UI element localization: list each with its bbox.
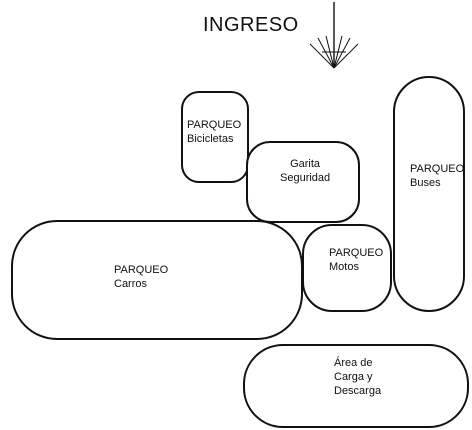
ingreso-title: INGRESO — [203, 14, 299, 36]
label-parqueo-buses: PARQUEO Buses — [410, 162, 464, 190]
motos-line1: PARQUEO — [329, 247, 384, 259]
carga-line3: Descarga — [334, 385, 382, 397]
zone-garita-seguridad — [246, 141, 360, 223]
garita-line1: Garita — [290, 158, 321, 170]
bicicletas-line2: Bicicletas — [187, 133, 234, 145]
label-parqueo-carros: PARQUEO Carros — [114, 263, 168, 291]
zone-parqueo-buses — [393, 76, 465, 312]
label-parqueo-bicicletas: PARQUEO Bicicletas — [187, 118, 241, 146]
buses-line2: Buses — [410, 177, 441, 189]
label-garita-seguridad: Garita Seguridad — [280, 157, 330, 185]
label-parqueo-motos: PARQUEO Motos — [329, 246, 383, 274]
buses-line1: PARQUEO — [410, 163, 465, 175]
carros-line2: Carros — [114, 278, 148, 290]
zone-area-carga-descarga — [243, 344, 469, 428]
carga-line1: Área de — [334, 357, 373, 369]
bicicletas-line1: PARQUEO — [187, 119, 242, 131]
carga-line2: Carga y — [334, 371, 373, 383]
entrance-arrow-icon — [309, 2, 359, 69]
zone-parqueo-bicicletas — [181, 91, 249, 183]
zone-parqueo-motos — [302, 224, 392, 312]
motos-line2: Motos — [329, 261, 359, 273]
garita-line2: Seguridad — [280, 172, 331, 184]
label-area-carga-descarga: Área de Carga y Descarga — [334, 356, 381, 398]
zone-parqueo-carros — [11, 220, 303, 340]
carros-line1: PARQUEO — [114, 264, 169, 276]
